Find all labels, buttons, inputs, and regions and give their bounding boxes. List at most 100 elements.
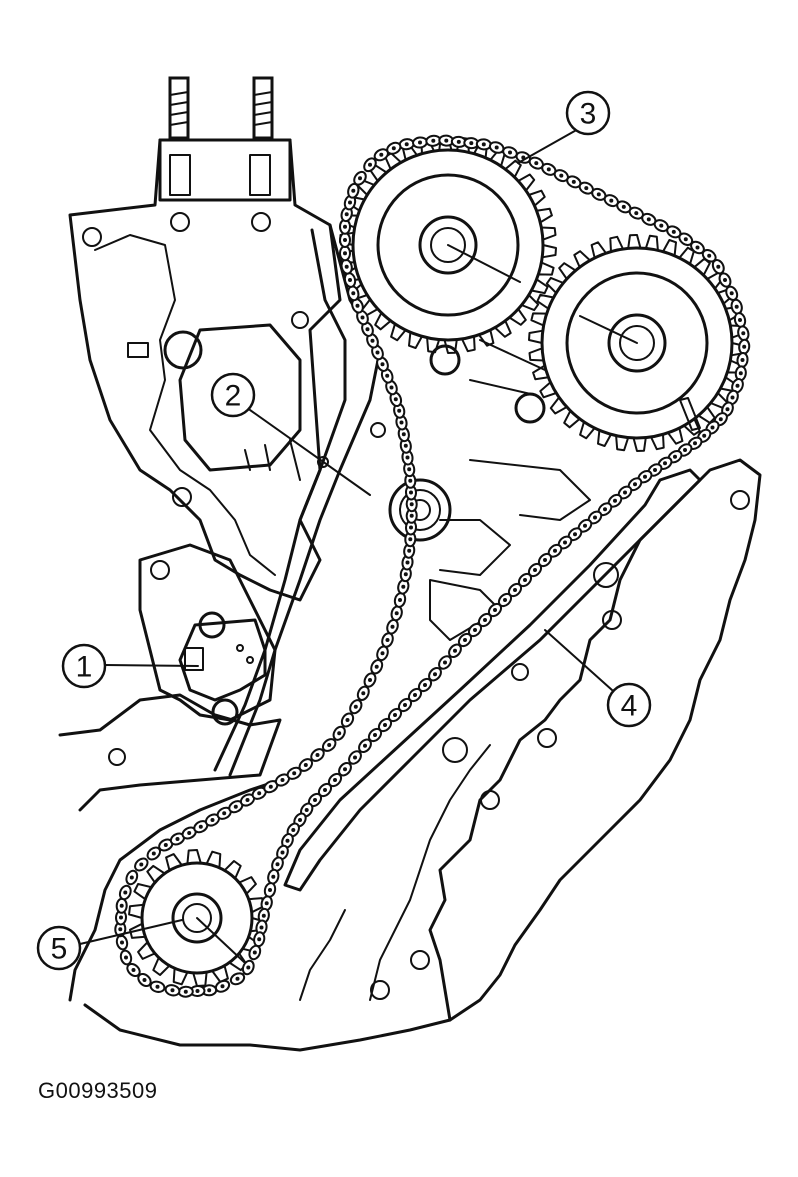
chain-pin [546, 167, 551, 172]
chain-pin [124, 955, 128, 960]
chain-pin [268, 784, 273, 789]
idler-sprocket [388, 339, 546, 542]
chain-pin [409, 525, 413, 530]
chain-pin [603, 507, 607, 512]
chain-pin [337, 731, 342, 736]
chain-pin [725, 407, 730, 412]
chain-pin [222, 811, 227, 816]
chain-pin [418, 140, 422, 145]
chain-pin [559, 173, 564, 178]
chain-pin [373, 733, 377, 737]
chain-pin [695, 245, 700, 250]
chain-pin [275, 862, 280, 867]
chain-pin [385, 373, 390, 378]
chain-pin [593, 515, 597, 520]
chain-pin [398, 598, 402, 602]
chain-pin [355, 303, 360, 308]
chain-pin [291, 828, 296, 832]
callout-2: 2 [210, 372, 256, 418]
chain-pin [259, 925, 264, 930]
chain-pin [303, 763, 308, 767]
callout-3: 3 [565, 90, 611, 136]
chain-pin [443, 660, 447, 665]
chain-pin [403, 572, 408, 577]
chain-pin [327, 743, 332, 747]
chain-pin [423, 683, 427, 687]
chain-pin [375, 350, 380, 355]
chain-pin [235, 976, 240, 981]
chain-pin [351, 291, 356, 296]
chain-pin [368, 162, 372, 167]
chain-pin [543, 558, 547, 562]
chain-pin [220, 984, 225, 989]
chain-pin [264, 901, 269, 906]
chain-pin [523, 578, 527, 582]
chain-pin [596, 192, 601, 197]
timing-chain-diagram: 1 2 3 4 5 [36, 76, 762, 1052]
chain-pin [257, 791, 262, 796]
chain-pin [513, 588, 517, 592]
callout-1: 1 [61, 643, 107, 689]
chain-pin [252, 950, 257, 955]
chain-pin [503, 598, 507, 602]
chain-pin [405, 560, 410, 565]
chain-pin [404, 142, 409, 147]
chain-pin [433, 672, 437, 677]
chain-pin [716, 264, 721, 269]
chain-pin [380, 651, 385, 656]
chain-pin [456, 139, 461, 144]
chain-pin [738, 371, 743, 376]
chain-pin [261, 913, 266, 918]
chain-pin [380, 362, 385, 367]
chain-tensioner [178, 611, 267, 726]
chain-pin [207, 988, 212, 993]
chain-pin [723, 278, 727, 282]
chain-pin [734, 304, 739, 309]
chain-pin [407, 548, 412, 553]
chain-pin [123, 890, 128, 895]
chain-pin [469, 141, 474, 146]
chain-pin [702, 433, 707, 438]
chain-pin [353, 704, 358, 709]
chain-pin [393, 713, 397, 717]
chain-pin [634, 211, 639, 216]
chain-pin [271, 874, 276, 879]
chain-pin [494, 145, 499, 150]
engine-block-outline [58, 138, 762, 1052]
chain-pin [393, 397, 398, 402]
chain-pin [210, 818, 215, 822]
callout-4-label: 4 [621, 690, 638, 723]
chain-pin [391, 146, 396, 151]
chain-pin [483, 618, 487, 622]
chain-pin [344, 212, 349, 217]
chain-pin [405, 455, 410, 460]
chain-pin [740, 358, 745, 362]
chain-pin [363, 743, 367, 748]
chain-pin [280, 850, 285, 855]
chain-pin [389, 385, 394, 390]
chain-pin [313, 798, 317, 802]
chain-pin [473, 628, 477, 632]
chain-pin [155, 984, 160, 989]
chain-pin [399, 420, 404, 425]
chain-pin [245, 798, 250, 802]
chain-pin [343, 767, 347, 772]
chain-pin [257, 937, 262, 942]
chain-pin [374, 664, 379, 669]
chain-pin [131, 968, 136, 972]
chain-pin [609, 198, 614, 203]
callout-5-label: 5 [51, 933, 68, 966]
chain-pin [453, 648, 457, 653]
chain-pin [683, 448, 687, 452]
chain-pin [735, 383, 740, 388]
chain-pin [553, 548, 557, 553]
chain-pin [407, 467, 412, 472]
chain-pin [409, 490, 413, 495]
chain-pin [673, 454, 677, 459]
chain-pin [268, 888, 272, 892]
callout-1-label: 1 [76, 651, 93, 684]
chain-pin [533, 568, 537, 572]
chain-pin [623, 490, 627, 495]
chain-pin [663, 461, 667, 466]
chain-pin [361, 691, 366, 696]
